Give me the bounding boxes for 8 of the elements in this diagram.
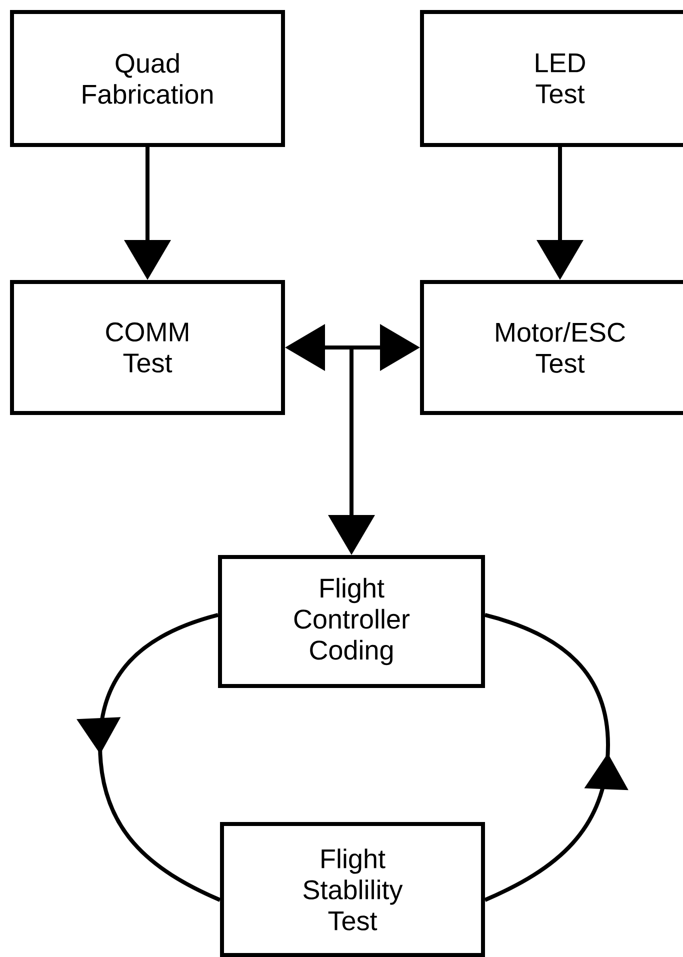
arrow — [76, 613, 221, 902]
process-box: Motor/ESC Test — [420, 280, 683, 415]
process-box: Flight Controller Coding — [218, 555, 485, 688]
process-box: COMM Test — [10, 280, 285, 415]
process-box: LED Test — [420, 10, 683, 147]
arrow — [484, 613, 628, 902]
process-box: Flight Stablility Test — [220, 822, 485, 957]
process-box: Quad Fabrication — [10, 10, 285, 147]
